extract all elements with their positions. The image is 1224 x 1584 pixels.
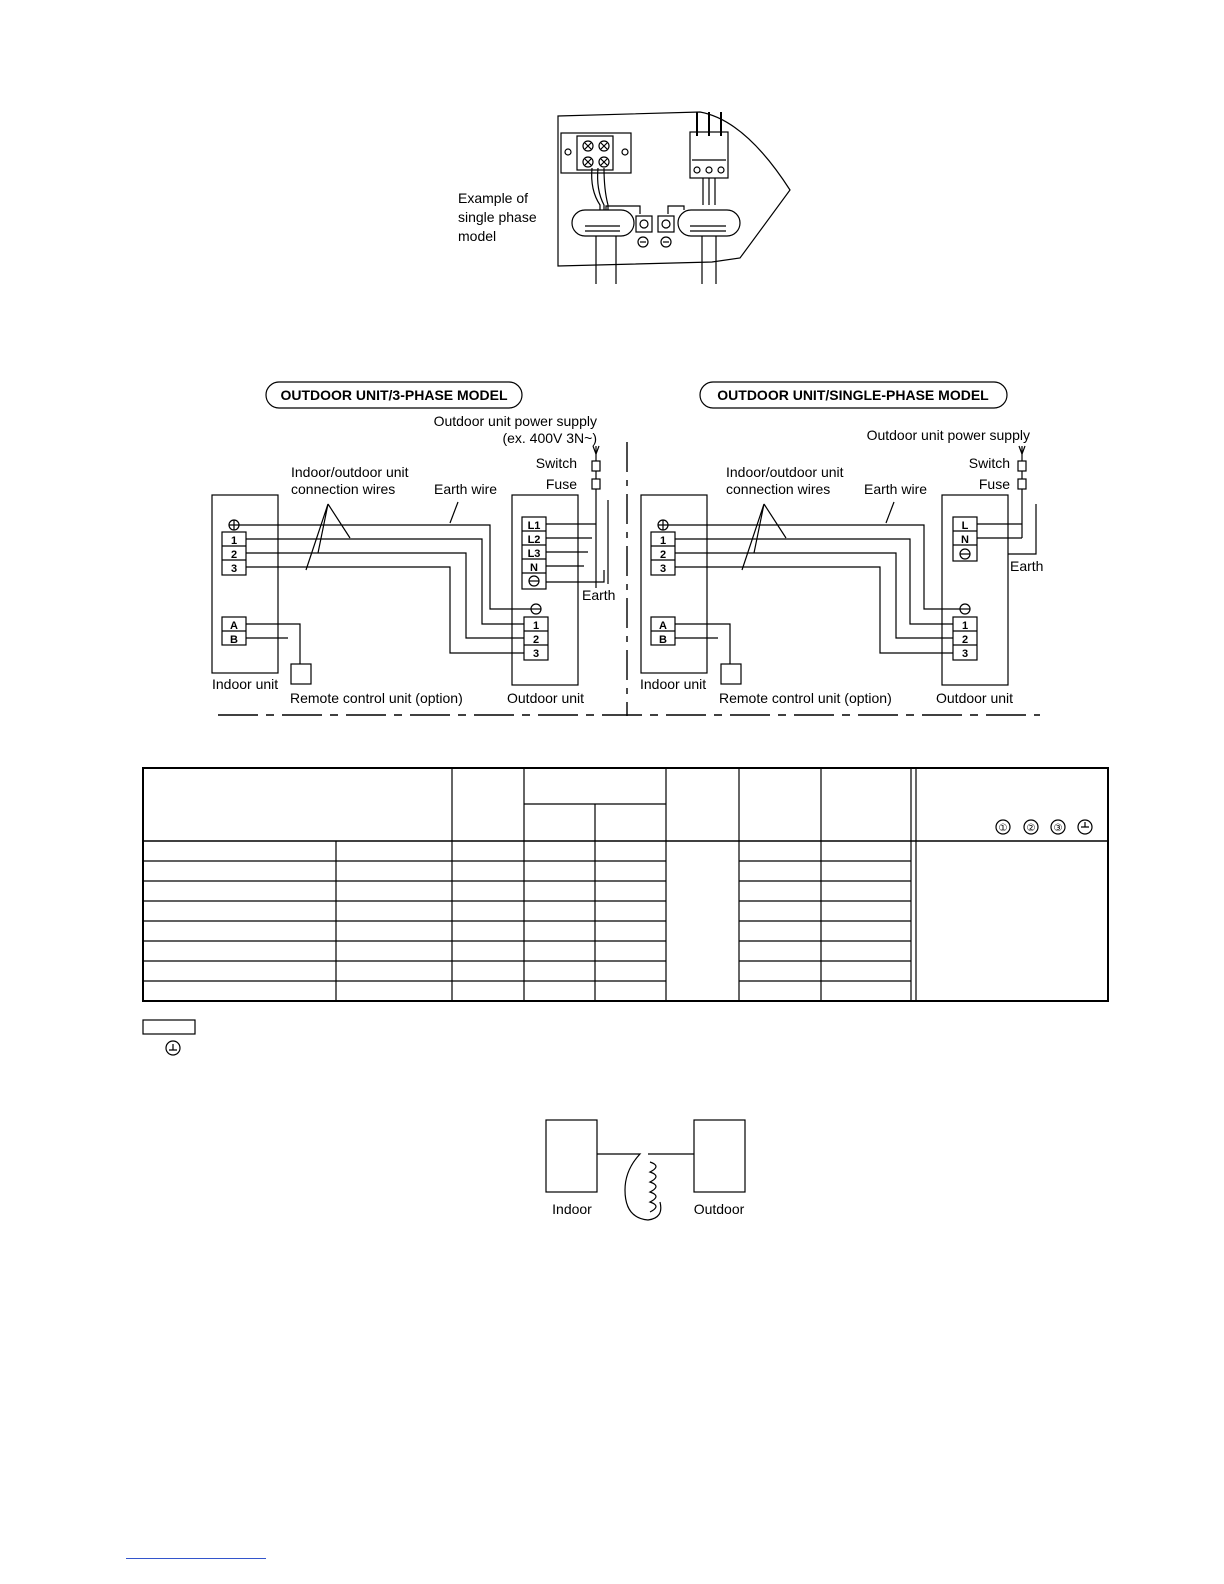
right-conn-wires-label-1: Indoor/outdoor unit <box>726 464 844 480</box>
left-outdoor-unit-label: Outdoor unit <box>507 690 584 706</box>
title-3-phase: OUTDOOR UNIT/3-PHASE MODEL <box>280 387 508 403</box>
header-terminal-3: ③ <box>1054 823 1063 834</box>
right-fuse-icon <box>1017 478 1027 490</box>
svg-text:3: 3 <box>231 563 237 575</box>
right-fuse-label: Fuse <box>979 476 1010 492</box>
left-remote-box <box>290 663 312 685</box>
right-indoor-unit-box <box>640 494 708 674</box>
svg-text:2: 2 <box>231 549 237 561</box>
left-indoor-unit-box <box>211 494 279 674</box>
wiring-diagram: OUTDOOR UNIT/3-PHASE MODEL Outdoor unit … <box>211 381 1043 716</box>
left-earth-wire-label: Earth wire <box>434 481 497 497</box>
indoor-label: Indoor <box>552 1201 592 1217</box>
outdoor-label: Outdoor <box>694 1201 745 1217</box>
svg-text:2: 2 <box>660 549 666 561</box>
title-single-phase-frame <box>699 381 1008 409</box>
left-conn-wires-label-1: Indoor/outdoor unit <box>291 464 409 480</box>
svg-text:L2: L2 <box>528 534 541 546</box>
terminal-board-figure: Example of single phase model <box>458 111 791 284</box>
svg-text:3: 3 <box>660 563 666 575</box>
left-fuse-label: Fuse <box>546 476 577 492</box>
svg-text:A: A <box>659 620 667 632</box>
footer-rule <box>126 1558 266 1559</box>
legend-earth-icon <box>165 1040 181 1056</box>
svg-text:1: 1 <box>660 535 666 547</box>
svg-text:2: 2 <box>962 634 968 646</box>
svg-text:L3: L3 <box>528 548 541 560</box>
svg-text:B: B <box>230 634 238 646</box>
svg-text:2: 2 <box>533 634 539 646</box>
right-outdoor-unit-label: Outdoor unit <box>936 690 1013 706</box>
svg-text:3: 3 <box>962 648 968 660</box>
caption-line-3: model <box>458 228 496 244</box>
right-conn-wires-label-2: connection wires <box>726 481 830 497</box>
header-terminal-1: ① <box>999 823 1008 834</box>
caption-line-1: Example of <box>458 190 528 206</box>
title-3-phase-frame <box>265 381 523 409</box>
svg-text:3: 3 <box>533 648 539 660</box>
caption-line-2: single phase <box>458 209 537 225</box>
right-earth-label: Earth <box>1010 558 1043 574</box>
svg-text:1: 1 <box>231 535 237 547</box>
svg-text:N: N <box>530 562 538 574</box>
left-indoor-unit-label: Indoor unit <box>212 676 278 692</box>
right-indoor-unit-label: Indoor unit <box>640 676 706 692</box>
svg-text:1: 1 <box>533 620 539 632</box>
indoor-box <box>545 1119 598 1193</box>
svg-text:B: B <box>659 634 667 646</box>
spec-table: ① ② ③ <box>142 767 1109 1056</box>
svg-text:1: 1 <box>962 620 968 632</box>
right-switch-label: Switch <box>969 455 1010 471</box>
left-fuse-icon <box>591 478 601 490</box>
svg-text:A: A <box>230 620 238 632</box>
left-earth-label: Earth <box>582 587 615 603</box>
right-earth-wire-label: Earth wire <box>864 481 927 497</box>
left-conn-wires-label-2: connection wires <box>291 481 395 497</box>
left-switch-label: Switch <box>536 455 577 471</box>
right-switch-icon <box>1017 460 1027 472</box>
svg-text:N: N <box>961 534 969 546</box>
outdoor-box <box>693 1119 746 1193</box>
left-remote-label: Remote control unit (option) <box>290 690 463 706</box>
svg-text:L1: L1 <box>528 520 541 532</box>
left-power-supply-note: (ex. 400V 3N~) <box>502 430 597 446</box>
right-remote-label: Remote control unit (option) <box>719 690 892 706</box>
left-switch-icon <box>591 460 601 472</box>
left-power-supply-label: Outdoor unit power supply <box>434 413 597 429</box>
right-remote-box <box>720 663 742 685</box>
title-single-phase: OUTDOOR UNIT/SINGLE-PHASE MODEL <box>717 387 989 403</box>
header-earth-icon <box>1081 822 1089 828</box>
svg-text:L: L <box>962 520 969 532</box>
indoor-outdoor-figure: Indoor Outdoor <box>545 1119 746 1221</box>
header-terminal-2: ② <box>1027 823 1036 834</box>
right-power-supply-label: Outdoor unit power supply <box>867 427 1030 443</box>
